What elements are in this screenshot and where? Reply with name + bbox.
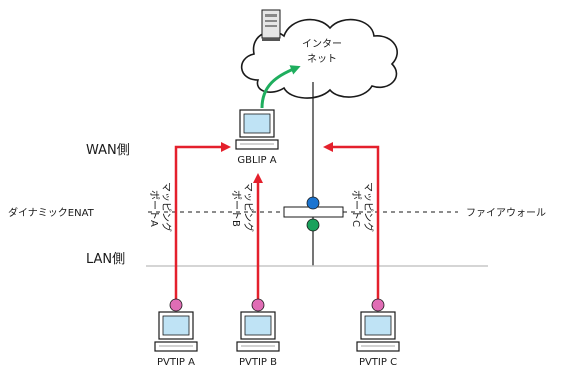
mapping-a-line1: マッピング (160, 182, 173, 232)
lan-side-label: LAN側 (86, 252, 125, 267)
gblip-label: GBLIP A (237, 155, 276, 166)
mapping-a-red-arrow (174, 142, 231, 300)
dynamic-enat-label: ダイナミックENAT (8, 206, 95, 219)
mapping-port-c-label: マッピング ポートC (350, 182, 375, 232)
pvtip-host-a: PVTIP A (154, 298, 198, 368)
connector-a-dot (169, 298, 183, 312)
pvtip-c-label: PVTIP C (359, 357, 397, 368)
firewall-label: ファイアウォール (466, 207, 546, 219)
cloud-label-line2: ネット (307, 53, 337, 65)
internet-cloud: インター ネット (240, 18, 398, 99)
mapping-c-line1: マッピング (362, 182, 375, 232)
mapping-b-line1: マッピング (242, 182, 255, 232)
server-icon (261, 9, 281, 41)
wan-side-label: WAN側 (86, 143, 130, 158)
mapping-port-a-label: マッピング ポートA (148, 182, 173, 232)
pvtip-host-c: PVTIP C (356, 298, 400, 368)
mapping-c-line2: ポートC (350, 190, 362, 227)
mapping-c-red-arrow (323, 142, 380, 300)
gblip-host-pc-icon (235, 109, 279, 150)
mapping-port-b-label: マッピング ポートB (230, 182, 255, 232)
pvtip-a-label: PVTIP A (157, 357, 195, 368)
outbound-green-arrow (260, 65, 301, 109)
pvtip-b-label: PVTIP B (239, 357, 277, 368)
cloud-label-line1: インター (302, 38, 342, 50)
pvtip-host-b: PVTIP B (236, 298, 280, 368)
mapping-b-line2: ポートB (230, 190, 242, 227)
nat-router-icon (283, 196, 344, 232)
mapping-a-line2: ポートA (148, 190, 160, 227)
pc-a-icon (154, 311, 198, 352)
connector-b-dot (251, 298, 265, 312)
pc-b-icon (236, 311, 280, 352)
connector-c-dot (371, 298, 385, 312)
pc-c-icon (356, 311, 400, 352)
